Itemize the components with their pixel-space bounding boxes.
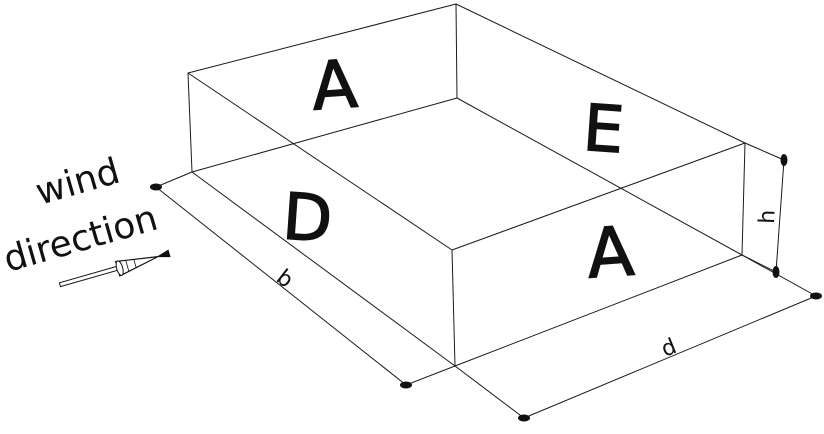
zone-label-front-right: A: [584, 213, 636, 295]
dimension-d-label: d: [658, 334, 680, 362]
dimension-b: b: [150, 171, 456, 389]
dimension-d-line: [523, 295, 817, 419]
left-vertical-edge: [187, 72, 193, 173]
dimension-b-ext-right: [405, 365, 456, 386]
dimension-h-ext-bottom: [741, 254, 777, 273]
bottom-front-left-edge: [191, 171, 456, 367]
right-vertical-edge: [741, 142, 746, 256]
dimension-d-ext-left: [454, 365, 525, 419]
bottom-back-right-edge: [456, 97, 743, 256]
dimension-h-ext-top: [744, 142, 785, 161]
box-bottom-face: [191, 97, 743, 367]
dimension-h-top-dot: [780, 154, 788, 166]
top-back-left-edge: [187, 3, 457, 74]
front-vertical-edge: [451, 249, 456, 367]
dimension-d-end-dot: [810, 292, 822, 300]
dimension-d-ext-right: [741, 254, 817, 297]
zone-label-front-left: D: [280, 180, 334, 257]
arrow-ring-2: [133, 259, 137, 269]
top-back-right-edge: [455, 3, 746, 144]
bottom-back-left-edge: [191, 97, 458, 173]
dimension-d: d: [454, 254, 822, 422]
dimension-b-ext-left: [155, 171, 193, 188]
arrow-ring-1: [125, 260, 130, 272]
top-front-left-edge: [187, 72, 453, 251]
bottom-front-right-edge: [454, 254, 743, 367]
back-vertical-edge: [455, 3, 458, 99]
box-vertical-edges: [187, 3, 746, 367]
top-front-right-edge: [451, 142, 746, 251]
dimension-b-line: [155, 186, 407, 386]
dimension-d-start-dot: [518, 414, 530, 422]
dimension-h-label: h: [755, 209, 780, 224]
zone-label-back-right: E: [581, 92, 627, 169]
dimension-b-end-dot: [400, 381, 412, 389]
wind-label-line1: wind: [31, 151, 124, 214]
wind-label-line2: direction: [0, 198, 162, 281]
dimension-b-label: b: [271, 265, 297, 293]
arrow-cone-base: [115, 260, 124, 276]
dimension-h-bottom-dot: [772, 266, 780, 278]
dimension-h-line: [775, 159, 785, 273]
arrow-right-icon: [58, 249, 171, 288]
box-top-face: [187, 3, 746, 251]
dimension-h: h: [741, 142, 788, 278]
zone-label-back-left: A: [309, 46, 359, 126]
arrow-tip: [156, 249, 171, 258]
dimension-b-start-dot: [150, 183, 162, 191]
arrow-shaft: [58, 265, 121, 288]
